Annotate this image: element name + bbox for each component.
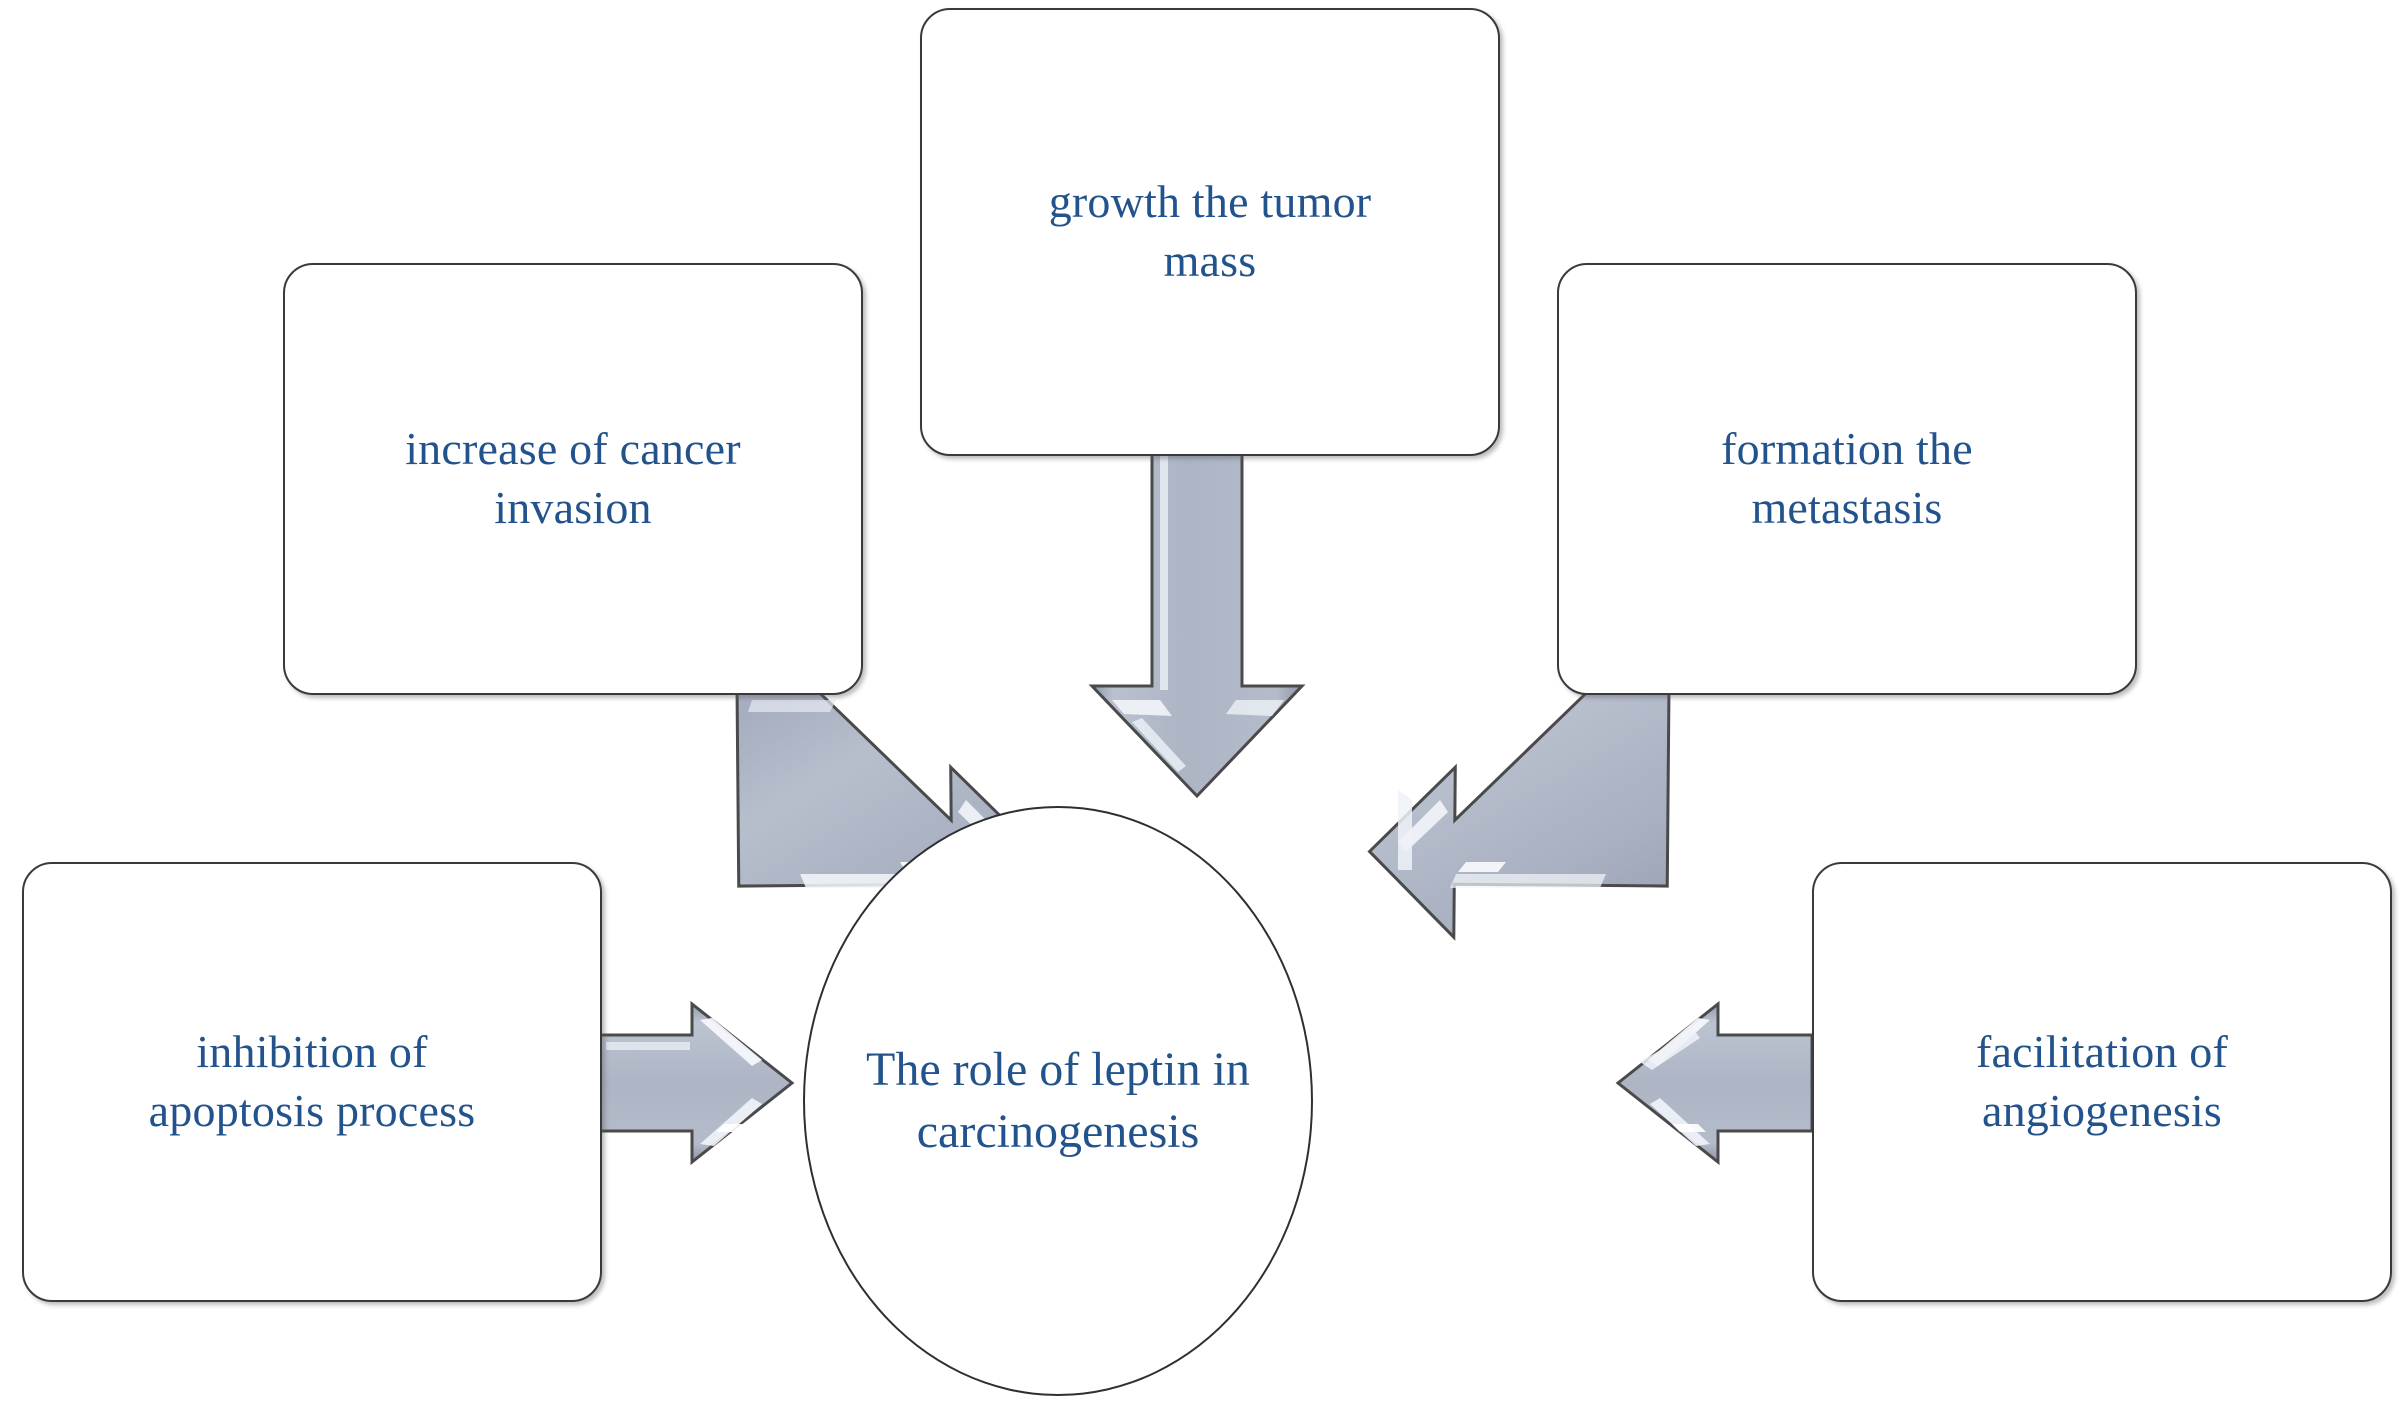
arrow-angiogenesis-to-center[interactable] [1615,1000,1814,1166]
arrow-metastasis-to-center[interactable] [1367,690,1671,941]
node-center-role-of-leptin[interactable]: The role of leptin in carcinogenesis [803,806,1313,1396]
node-facilitation-of-angiogenesis[interactable]: facilitation of angiogenesis [1812,862,2392,1302]
node-growth-label: growth the tumor mass [1048,176,1372,286]
node-metastasis-label: formation the metastasis [1721,423,1973,533]
node-angiogenesis-label: facilitation of angiogenesis [1975,1026,2229,1136]
node-inhibition-of-apoptosis-process[interactable]: inhibition of apoptosis process [22,862,602,1302]
node-increase-of-cancer-invasion[interactable]: increase of cancer invasion [283,263,863,695]
node-apoptosis-label: inhibition of apoptosis process [148,1026,476,1136]
node-center-label: The role of leptin in carcinogenesis [866,1042,1250,1158]
node-formation-the-metastasis[interactable]: formation the metastasis [1557,263,2137,695]
arrow-apoptosis-to-center[interactable] [596,1000,795,1166]
node-growth-the-tumor-mass[interactable]: growth the tumor mass [920,8,1500,456]
node-invasion-label: increase of cancer invasion [405,423,741,533]
arrow-growth-to-center[interactable] [1088,446,1306,799]
